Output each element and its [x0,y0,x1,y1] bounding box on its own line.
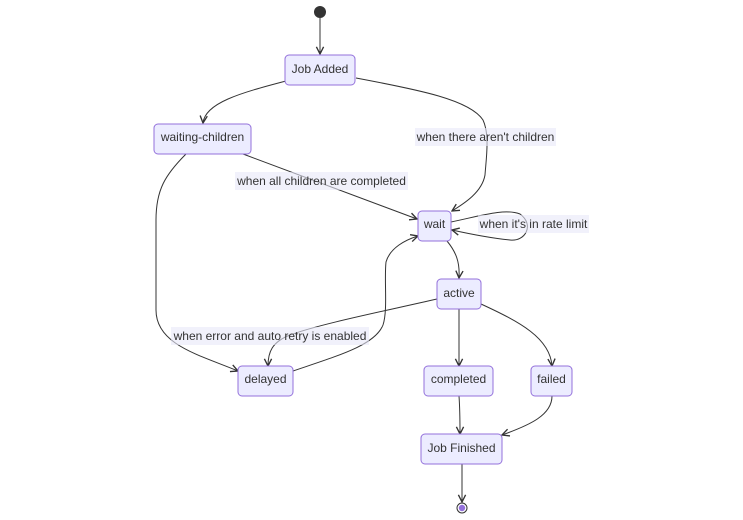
end-state-icon [456,502,468,514]
label-rate-limit: when it's in rate limit [478,215,589,233]
transition-label: when error and auto retry is enabled [173,329,367,343]
state-label: delayed [244,372,286,386]
state-label: Job Finished [427,441,495,455]
edge-job-added-to-waiting-children [203,80,287,123]
edge-completed-to-job-finished [459,395,460,434]
state-job-finished[interactable]: Job Finished [420,433,503,465]
transition-label: when there aren't children [416,130,555,144]
start-state-icon [314,6,326,18]
state-completed[interactable]: completed [423,365,494,397]
transition-label: when all children are completed [236,174,406,188]
transition-label: when it's in rate limit [479,217,588,231]
state-label: wait [423,217,446,231]
label-no-children: when there aren't children [415,128,556,146]
state-failed[interactable]: failed [530,365,573,397]
state-waiting-children[interactable]: waiting-children [153,123,252,155]
label-children-completed: when all children are completed [235,172,408,190]
state-label: completed [431,372,486,386]
edge-active-to-failed [480,303,552,366]
edges [155,18,553,502]
state-delayed[interactable]: delayed [237,365,294,397]
edge-delayed-to-wait [292,236,418,372]
label-error-retry: when error and auto retry is enabled [171,327,369,345]
state-label: active [443,286,475,300]
state-job-added[interactable]: Job Added [284,54,356,86]
state-label: failed [537,372,566,386]
edge-failed-to-job-finished [502,395,553,435]
edge-wait-to-active [446,240,459,278]
state-wait[interactable]: wait [417,210,452,242]
state-label: waiting-children [160,130,244,144]
state-active[interactable]: active [436,278,482,310]
edge-waiting-children-to-delayed [155,153,238,371]
state-label: Job Added [292,62,349,76]
